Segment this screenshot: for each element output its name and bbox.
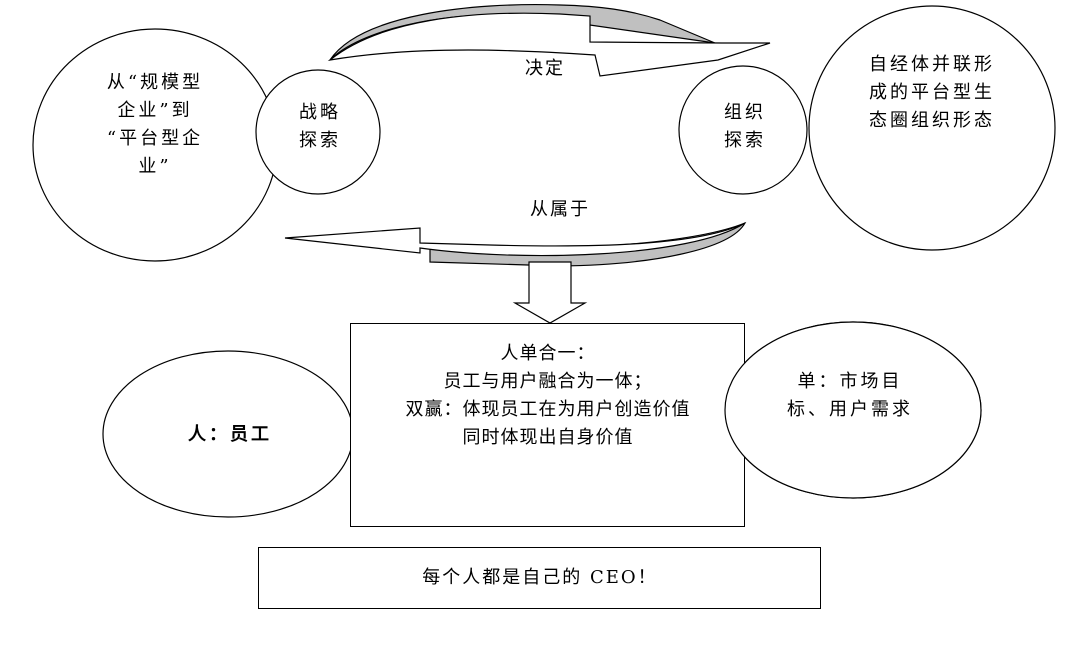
top-curved-arrow <box>327 12 771 77</box>
left-outer-line-4: 业” <box>138 156 172 177</box>
strategy-line-2: 探索 <box>299 130 341 151</box>
right-outer-line-1: 自经体并联形 <box>869 53 995 75</box>
org-circle <box>678 65 808 195</box>
right-outer-circle <box>808 5 1056 251</box>
org-circle-text: 组织 探索 <box>705 92 785 162</box>
center-line-2: 员工与用户融合为一体； <box>443 371 653 392</box>
bottom-arrow-label: 从属于 <box>530 199 590 220</box>
left-outer-line-3: “平台型企 <box>106 128 204 149</box>
center-box <box>350 323 745 527</box>
center-line-4: 同时体现出自身价值 <box>462 427 634 448</box>
left-outer-line-1: 从“规模型 <box>106 72 204 93</box>
strategy-circle <box>255 69 381 195</box>
person-ellipse-text: 人：员工 <box>188 424 272 445</box>
order-ellipse-overlay <box>724 321 982 499</box>
strategy-circle-text: 战略 探索 <box>280 92 360 162</box>
right-outer-line-3: 态圈组织形态 <box>869 109 995 131</box>
right-outer-circle-text: 自经体并联形 成的平台型生 态圈组织形态 <box>832 45 1032 140</box>
left-outer-circle-text: 从“规模型 企业”到 “平台型企 业” <box>60 60 250 190</box>
top-arrow-label: 决定 <box>525 58 565 79</box>
org-line-1: 组织 <box>724 102 766 123</box>
bottom-curved-arrow <box>284 222 746 257</box>
footer-box <box>258 547 821 609</box>
center-box-text: 人单合一： 员工与用户融合为一体； 双赢：体现员工在为用户创造价值 同时体现出自… <box>352 330 744 462</box>
center-line-1: 人单合一： <box>500 343 596 364</box>
footer-box-text: 每个人都是自己的 CEO！ <box>422 567 658 588</box>
order-line-2: 标、用户需求 <box>787 399 913 420</box>
order-ellipse-text: 单：市场目 标、用户需求 <box>760 365 940 427</box>
center-line-3: 双赢：体现员工在为用户创造价值 <box>405 399 691 420</box>
org-line-2: 探索 <box>724 130 766 151</box>
down-arrow <box>512 261 588 324</box>
strategy-line-1: 战略 <box>299 102 341 123</box>
right-outer-line-2: 成的平台型生 <box>869 81 995 103</box>
order-line-1: 单：市场目 <box>797 371 903 392</box>
left-outer-line-2: 企业”到 <box>117 100 193 121</box>
